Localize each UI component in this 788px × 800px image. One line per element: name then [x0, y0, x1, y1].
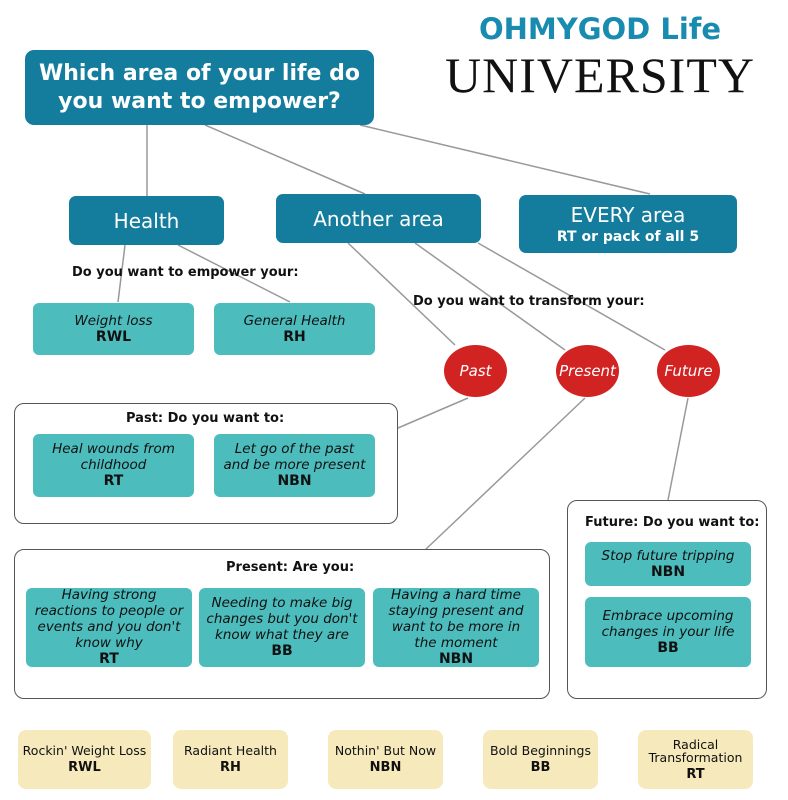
option-heal-wounds: Heal wounds from childhood RT	[33, 434, 194, 497]
program-radiant-health: Radiant Health RH	[173, 730, 288, 789]
category-health: Health	[69, 196, 224, 245]
option-code: RT	[103, 473, 124, 489]
option-stop-future-tripping: Stop future tripping NBN	[585, 542, 751, 586]
health-prompt: Do you want to empower your:	[72, 265, 299, 280]
option-code: BB	[271, 643, 293, 659]
circle-past: Past	[444, 345, 507, 397]
program-name: Rockin' Weight Loss	[22, 743, 147, 758]
brand-name: OHMYGOD Life	[478, 12, 722, 46]
category-every-area: EVERY area RT or pack of all 5	[519, 195, 737, 253]
option-let-go: Let go of the past and be more present N…	[214, 434, 375, 497]
option-code: RWL	[95, 328, 132, 345]
option-code: RT	[99, 651, 119, 667]
program-code: NBN	[369, 760, 402, 775]
option-text: Needing to make big changes but you don'…	[206, 595, 358, 643]
past-panel-title: Past: Do you want to:	[126, 411, 285, 426]
program-name: Radical Transformation	[648, 736, 743, 765]
option-staying-present: Having a hard time staying present and w…	[373, 587, 539, 667]
main-question: Which area of your life do you want to e…	[25, 50, 374, 125]
program-code: BB	[530, 760, 551, 775]
category-every-area-label: EVERY area	[570, 203, 686, 227]
circle-past-label: Past	[459, 362, 492, 380]
program-name: Radiant Health	[184, 743, 277, 758]
circle-future: Future	[657, 345, 720, 397]
program-code: RT	[686, 766, 705, 782]
option-code: NBN	[650, 563, 686, 580]
program-radical-transformation: Radical Transformation RT	[638, 730, 753, 789]
transform-prompt: Do you want to transform your:	[413, 294, 645, 309]
category-another-area: Another area	[276, 194, 481, 243]
option-text: Weight loss	[74, 312, 153, 329]
program-bold-beginnings: Bold Beginnings BB	[483, 730, 598, 789]
option-text: General Health	[243, 312, 346, 329]
program-nothin-but-now: Nothin' But Now NBN	[328, 730, 443, 789]
option-embrace-changes: Embrace upcoming changes in your life BB	[585, 597, 751, 667]
option-weight-loss: Weight loss RWL	[33, 303, 194, 355]
circle-present-label: Present	[559, 362, 616, 380]
brand-university: UNIVERSITY	[445, 47, 755, 103]
program-name: Nothin' But Now	[334, 743, 437, 758]
option-text: Embrace upcoming changes in your life	[601, 607, 735, 640]
option-text: Stop future tripping	[601, 547, 735, 564]
option-text: Having strong reactions to people or eve…	[34, 587, 184, 651]
program-name: Bold Beginnings	[490, 743, 591, 758]
option-code: RH	[283, 328, 306, 345]
circle-present: Present	[556, 345, 619, 397]
option-text: Having a hard time staying present and w…	[388, 587, 524, 651]
main-question-text: Which area of your life do you want to e…	[38, 60, 361, 114]
future-panel-title: Future: Do you want to:	[585, 515, 760, 530]
option-strong-reactions: Having strong reactions to people or eve…	[26, 587, 192, 667]
present-panel-title: Present: Are you:	[226, 560, 355, 575]
option-big-changes: Needing to make big changes but you don'…	[199, 588, 365, 667]
program-code: RH	[220, 760, 241, 775]
option-general-health: General Health RH	[214, 303, 375, 355]
option-code: NBN	[277, 473, 312, 489]
category-another-area-label: Another area	[313, 206, 444, 231]
category-every-area-sub: RT or pack of all 5	[556, 229, 700, 245]
program-rockin-weight-loss: Rockin' Weight Loss RWL	[18, 730, 151, 789]
circle-future-label: Future	[664, 362, 713, 380]
category-health-label: Health	[113, 208, 180, 233]
option-text: Heal wounds from childhood	[52, 441, 175, 473]
option-text: Let go of the past and be more present	[223, 441, 366, 473]
option-code: BB	[657, 639, 679, 656]
program-code: RWL	[68, 760, 101, 775]
option-code: NBN	[438, 651, 474, 667]
